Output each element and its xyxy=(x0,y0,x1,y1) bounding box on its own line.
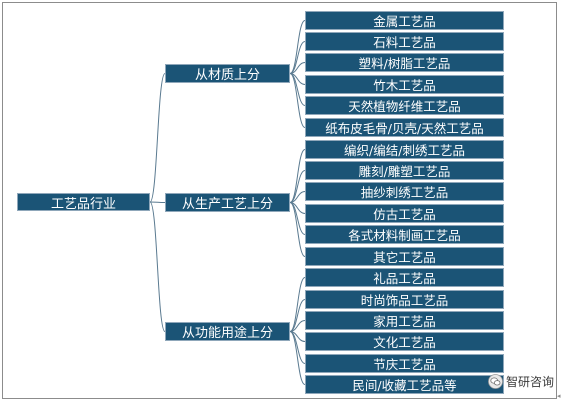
leaf-node: 各式材料制画工艺品 xyxy=(305,225,504,244)
connector-line xyxy=(149,201,166,332)
leaf-node: 石料工艺品 xyxy=(305,32,504,51)
category-node-process: 从生产工艺上分 xyxy=(165,193,290,212)
leaf-node: 时尚饰品工艺品 xyxy=(305,290,504,309)
wechat-icon xyxy=(488,373,503,389)
leaf-node: 天然植物纤维工艺品 xyxy=(305,96,504,115)
connector-line xyxy=(149,73,166,203)
leaf-node: 竹木工艺品 xyxy=(305,75,504,94)
leaf-node: 民间/收藏工艺品等 xyxy=(305,375,504,394)
connector-line xyxy=(289,62,306,74)
watermark: 智研咨询 xyxy=(488,372,554,390)
connector-line xyxy=(289,202,306,257)
category-node-material: 从材质上分 xyxy=(165,64,290,83)
leaf-node: 礼品工艺品 xyxy=(305,268,504,287)
leaf-node: 塑料/树脂工艺品 xyxy=(305,53,504,72)
connector-line xyxy=(289,320,306,332)
leaf-node: 编织/编结/刺绣工艺品 xyxy=(305,140,504,159)
leaf-node: 纸布皮毛骨/贝壳/天然工艺品 xyxy=(305,118,504,137)
connector-line xyxy=(289,277,306,332)
connector-line xyxy=(289,299,306,332)
leaf-node: 仿古工艺品 xyxy=(305,204,504,223)
connector-line xyxy=(289,191,306,203)
connector-line xyxy=(289,41,306,74)
category-node-function: 从功能用途上分 xyxy=(165,322,290,341)
leaf-node: 雕刻/雕塑工艺品 xyxy=(305,161,504,180)
connector-line xyxy=(289,149,306,203)
leaf-node: 文化工艺品 xyxy=(305,332,504,351)
leaf-node: 抽纱刺绣工艺品 xyxy=(305,182,504,201)
connector-line xyxy=(289,20,306,74)
leaf-node: 家用工艺品 xyxy=(305,311,504,330)
connector-line xyxy=(289,170,306,203)
connector-line xyxy=(289,331,306,385)
leaf-node: 其它工艺品 xyxy=(305,247,504,266)
watermark-text: 智研咨询 xyxy=(506,374,555,389)
leaf-node: 节庆工艺品 xyxy=(305,354,504,373)
frame-edge-mark: ◂ xyxy=(557,392,561,400)
connector-line xyxy=(149,201,166,203)
root-node: 工艺品行业 xyxy=(17,193,150,212)
connector-line xyxy=(289,73,306,128)
leaf-node: 金属工艺品 xyxy=(305,11,504,30)
